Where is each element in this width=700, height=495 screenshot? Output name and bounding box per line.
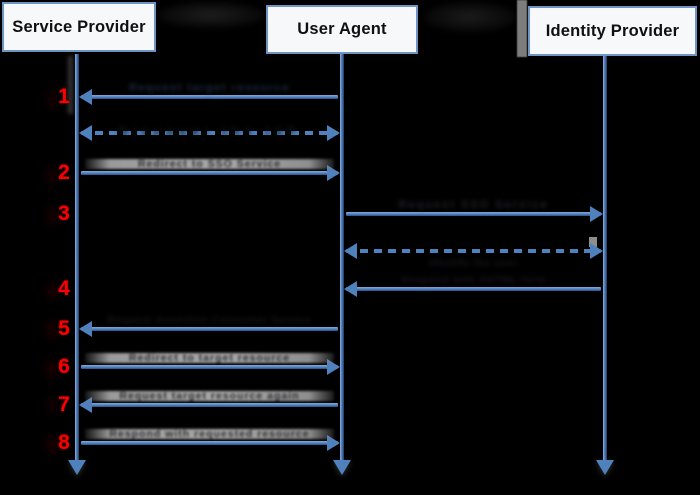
arrowhead-right-icon	[327, 359, 340, 375]
message-line	[81, 403, 338, 407]
message-line	[81, 95, 338, 99]
step-number-8: 8	[58, 431, 70, 454]
message-label: Respond with requested resource	[85, 429, 334, 439]
message-line	[81, 171, 338, 175]
arrowhead-right-icon	[590, 243, 603, 259]
step-number-5: 5	[58, 317, 70, 340]
arrowhead-left-icon	[344, 243, 357, 259]
message-line	[346, 287, 601, 291]
message-label: Request Assertion Consumer Service	[107, 314, 312, 326]
arrowhead-left-icon	[344, 281, 357, 297]
lifeline-arrowhead-idp-icon	[596, 460, 614, 475]
arrowhead-left-icon	[79, 321, 92, 337]
arrowhead-left-icon	[79, 397, 92, 413]
step-number-2: 2	[58, 161, 70, 184]
message-label: Redirect to SSO Service	[85, 159, 334, 169]
arrowhead-right-icon	[327, 435, 340, 451]
message-line	[346, 212, 601, 216]
arrowhead-left-icon	[79, 125, 92, 141]
message-label: Request SSO Service	[398, 199, 549, 211]
actor-box-identity-provider: Identity Provider	[528, 6, 697, 56]
actor-label-user-agent: User Agent	[297, 20, 387, 38]
lifeline-user-agent	[340, 54, 344, 462]
arrowhead-right-icon	[327, 125, 340, 141]
message-label: Request target resource again	[85, 391, 334, 401]
noise-square	[589, 237, 597, 247]
idp-box-shadow	[517, 0, 527, 57]
dashed-message-line	[81, 131, 338, 135]
message-label: Redirect to target resource	[85, 353, 334, 363]
actor-label-identity-provider: Identity Provider	[545, 21, 680, 40]
message-label: Request target resource	[128, 82, 291, 94]
lifeline-arrowhead-ua-icon	[333, 460, 351, 475]
message-line	[81, 441, 338, 445]
step-number-7: 7	[58, 393, 70, 416]
actor-box-service-provider: Service Provider	[2, 2, 156, 52]
lifeline-service-provider	[75, 54, 79, 462]
arrowhead-right-icon	[590, 206, 603, 222]
dashed-message-line	[346, 249, 601, 253]
step-number-1: 1	[58, 85, 70, 108]
arrowhead-left-icon	[79, 89, 92, 105]
lifeline-identity-provider	[603, 54, 607, 462]
message-line	[81, 327, 338, 331]
message-label: Respond with XHTML form	[400, 274, 547, 286]
arrowhead-right-icon	[327, 165, 340, 181]
message-line	[81, 365, 338, 369]
background-noise-blob	[158, 2, 264, 28]
step-number-6: 6	[58, 355, 70, 378]
actor-label-service-provider: Service Provider	[12, 17, 146, 36]
message-label: Identify the user	[428, 257, 519, 269]
lifeline-arrowhead-sp-icon	[68, 460, 86, 475]
step-number-4: 4	[58, 277, 70, 300]
actor-box-user-agent: User Agent	[266, 5, 418, 54]
step-number-3: 3	[58, 202, 70, 225]
lifeline-smear	[68, 56, 73, 114]
background-noise-blob	[424, 2, 516, 32]
